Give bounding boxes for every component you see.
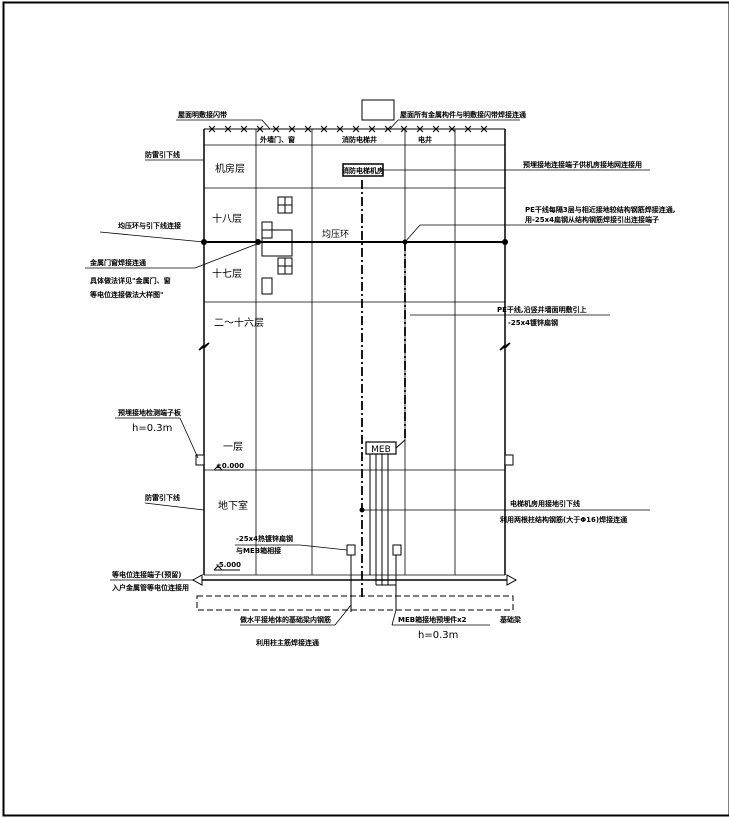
label-roof-metal: 屋面所有金属构件与明敷接闪带焊接连通	[400, 110, 527, 119]
label-col-shaft: 电井	[418, 135, 432, 144]
label-level-m5: -5.000	[216, 561, 241, 569]
label-pe-line-3b: 用-25x4扁钢从结构钢筋焊接引出连接端子	[525, 215, 659, 224]
label-flat-steel-2: 与MEB箱相接	[236, 546, 281, 555]
label-foundation-rebar: 做水平接地体的基础梁内钢筋	[239, 615, 331, 624]
label-machine-room: 机房层	[215, 162, 245, 175]
label-col-elevator: 消防电梯井	[342, 135, 377, 144]
label-level-0: ±0.000	[216, 462, 244, 470]
label-elevator-down-1: 电梯机房用接地引下线	[510, 499, 580, 508]
label-h-meb: h=0.3m	[418, 630, 458, 641]
label-metal-door-1: 金属门窗焊接连通	[89, 258, 147, 267]
floor-lines	[204, 144, 505, 576]
label-lightning-down-top: 防雷引下线	[145, 150, 180, 159]
roof-x-mark	[256, 125, 264, 133]
label-pe-line-3: PE干线每隔3层与相近接地较结构钢筋焊接连通,	[525, 205, 675, 214]
label-equal-ring: 均压环	[322, 228, 349, 240]
label-meb-buried: MEB箱接地预埋件x2	[398, 615, 467, 624]
label-foundation-beam: 基础梁	[499, 615, 522, 624]
label-pe-trunk-2: -25x4镀锌扁钢	[508, 318, 558, 327]
label-flat-steel-1: -25x4热镀锌扁钢	[236, 534, 293, 543]
meb-terminal-right	[392, 544, 402, 556]
roof-x-mark	[400, 125, 408, 133]
roof-x-mark	[448, 125, 456, 133]
meb-down-lines	[369, 454, 397, 610]
label-floor2-16: 二～十六层	[214, 316, 264, 329]
level-markers	[213, 465, 240, 571]
label-pe-trunk-1: PE干线,沿竖井墙面明敷引上	[497, 305, 587, 314]
label-equal-ring-conn: 均压环与引下线连接	[118, 221, 181, 230]
roof-x-mark	[288, 125, 296, 133]
label-roof-rod: 屋面明敷接闪带	[178, 110, 227, 119]
roof-x-mark	[352, 125, 360, 133]
window-symbols	[261, 196, 293, 295]
label-floor1: 一层	[223, 441, 243, 453]
leader-lines	[85, 119, 650, 626]
label-equi-terminal: 等电位连接端子(预留)	[111, 570, 181, 579]
roof-x-marks	[208, 125, 488, 133]
roof-x-mark	[480, 125, 488, 133]
column-lines	[255, 129, 456, 575]
label-terminal-machine: 预埋接地连接端子供机房接地网连接用	[523, 160, 642, 169]
label-test-terminal: 预埋接地检测端子板	[118, 408, 182, 417]
roof-x-mark	[384, 125, 392, 133]
roof-x-mark	[224, 125, 232, 133]
label-column-rebar: 利用柱主筋焊接连通	[256, 638, 320, 647]
roof-x-mark	[304, 125, 312, 133]
label-floor18: 十八层	[212, 212, 242, 225]
label-entry-pipe: 入户金属管等电位连接用	[111, 583, 189, 592]
label-col-wall-door: 外墙门、窗	[260, 135, 295, 144]
roof-x-mark	[336, 125, 344, 133]
label-floor17: 十七层	[212, 267, 242, 280]
label-metal-door-2: 具体做法详见"金属门、窗	[89, 276, 171, 285]
roof-x-mark	[208, 125, 216, 133]
building-outline	[198, 129, 511, 575]
roof-x-mark	[416, 125, 424, 133]
label-basement: 地下室	[218, 499, 248, 512]
roof-x-mark	[240, 125, 248, 133]
roof-x-mark	[432, 125, 440, 133]
foundation-beam	[196, 595, 514, 611]
test-terminal-symbols	[195, 454, 514, 466]
roof-x-mark	[368, 125, 376, 133]
roof-x-mark	[320, 125, 328, 133]
meb-label: MEB	[371, 445, 391, 455]
label-elevator-down-2: 利用两根柱结构钢筋(大于Φ16)焊接连通	[500, 515, 628, 524]
roof-x-mark	[464, 125, 472, 133]
label-h-test: h=0.3m	[132, 423, 172, 434]
roof-x-mark	[272, 125, 280, 133]
label-metal-door-3: 等电位连接做法大样图"	[89, 290, 164, 299]
meb-terminal-left	[346, 544, 356, 556]
label-lightning-down-bottom: 防雷引下线	[145, 493, 180, 502]
elevator-box-label: 消防电梯机房	[342, 166, 384, 175]
roof-box	[361, 99, 395, 121]
